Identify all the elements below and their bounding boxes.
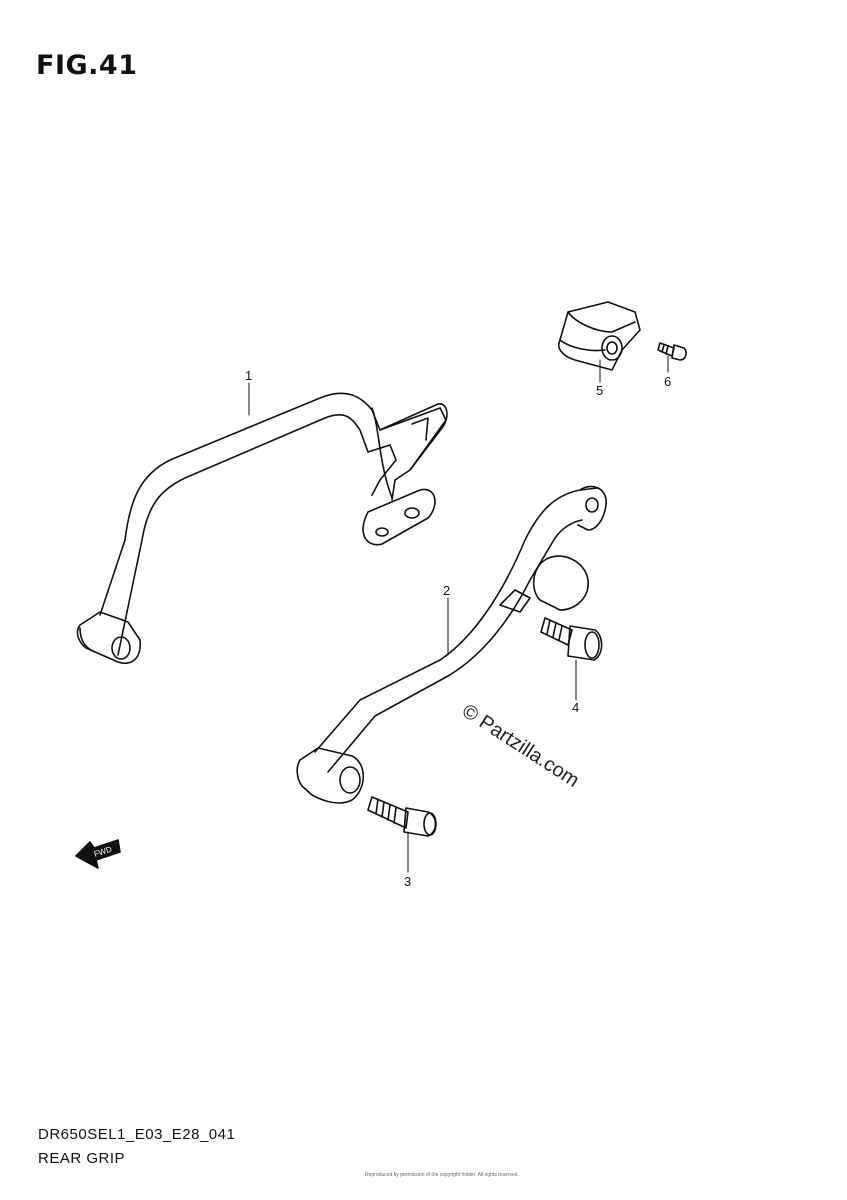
cap-5-part <box>558 301 641 371</box>
callout-1: 1 <box>245 368 252 383</box>
callout-4: 4 <box>572 700 579 715</box>
rear-grip-left-part <box>76 392 448 664</box>
diagram-name: REAR GRIP <box>38 1150 126 1167</box>
callout-6: 6 <box>664 374 671 389</box>
diagram-code: DR650SEL1_E03_E28_041 <box>38 1126 236 1143</box>
callout-3: 3 <box>404 874 411 889</box>
callout-2: 2 <box>443 583 450 598</box>
copyright-notice: Reproduced by permission of the copyrigh… <box>365 1172 519 1178</box>
rear-grip-right-part <box>296 485 607 804</box>
screw-6-part <box>657 342 687 361</box>
forward-arrow-icon <box>75 839 121 869</box>
callout-5: 5 <box>596 383 603 398</box>
figure-title: FIG.41 <box>36 50 138 81</box>
bolt-4-part <box>540 617 603 661</box>
bolt-3-part <box>367 796 437 837</box>
